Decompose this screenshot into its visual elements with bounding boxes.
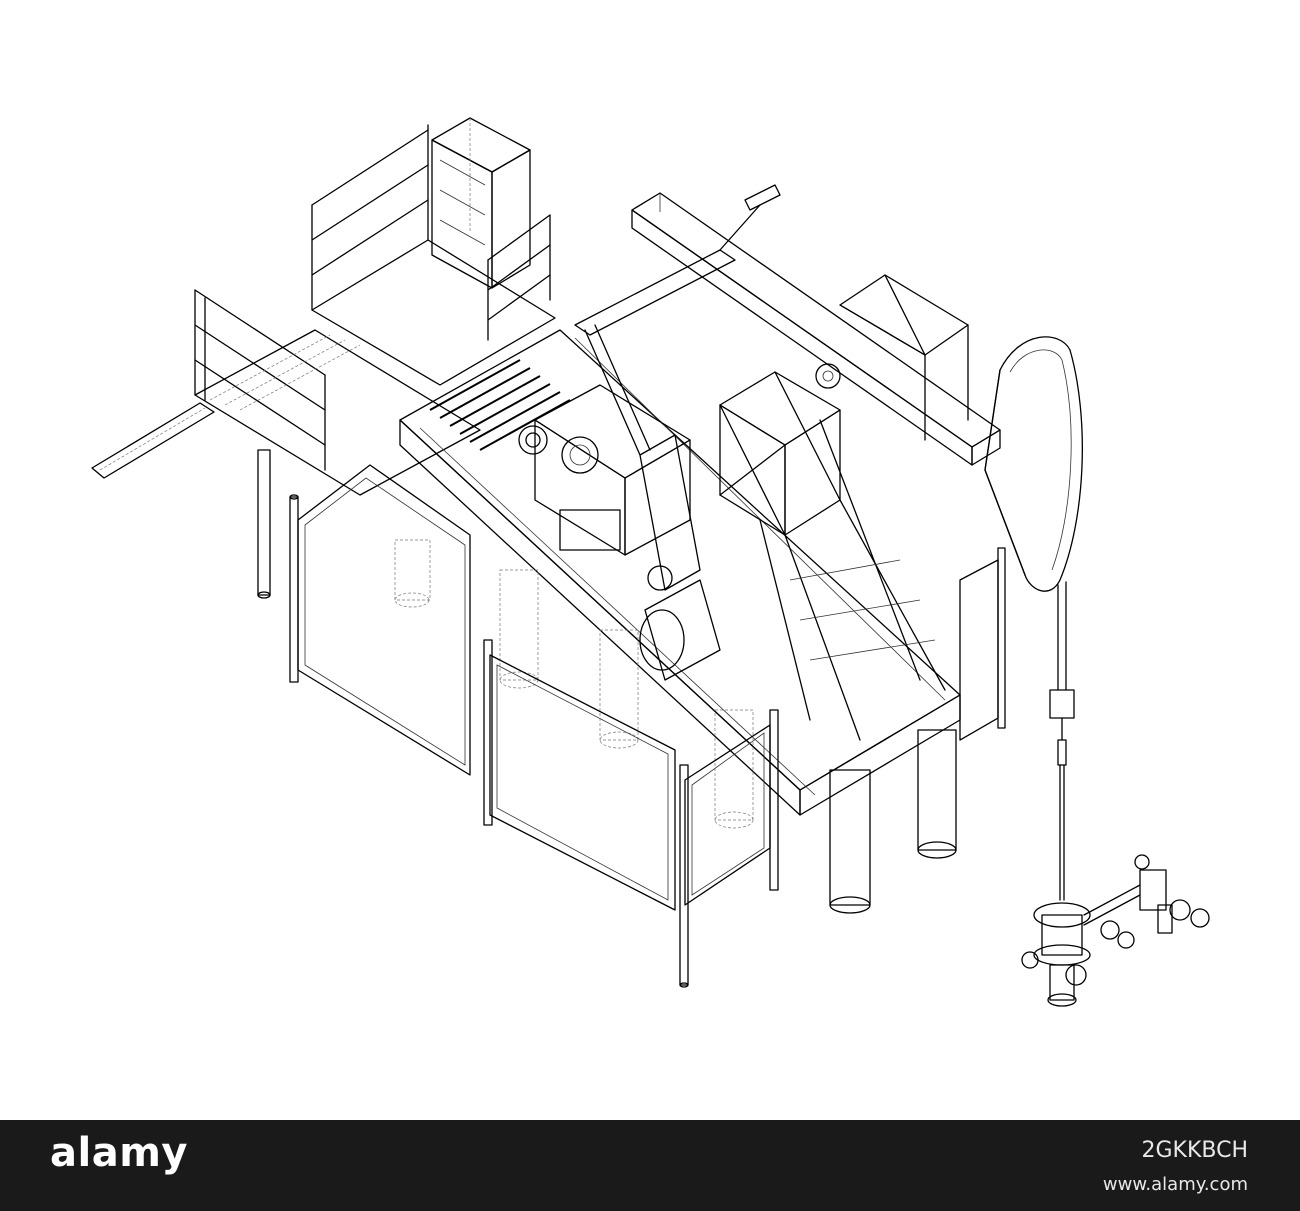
image-id: 2GKKBCH [1141,1138,1248,1163]
alamy-logo: alamy [50,1130,188,1176]
walking-beam [574,184,1001,466]
footer-bar: alamy 2GKKBCH www.alamy.com [0,1120,1300,1211]
support-piles [394,539,957,914]
wellhead [1021,854,1210,1007]
polished-rod [1049,689,1075,901]
control-cabinet [431,117,551,341]
horse-head [984,336,1083,691]
safety-fence [289,464,1006,988]
platform-stairs [91,124,556,599]
gearbox-motor [518,324,721,681]
pumpjack-wireframe-illustration [91,117,1210,1007]
drawing-canvas [91,117,1210,1007]
grating [429,359,571,451]
samson-post [719,274,969,741]
site-url: www.alamy.com [1102,1174,1248,1195]
